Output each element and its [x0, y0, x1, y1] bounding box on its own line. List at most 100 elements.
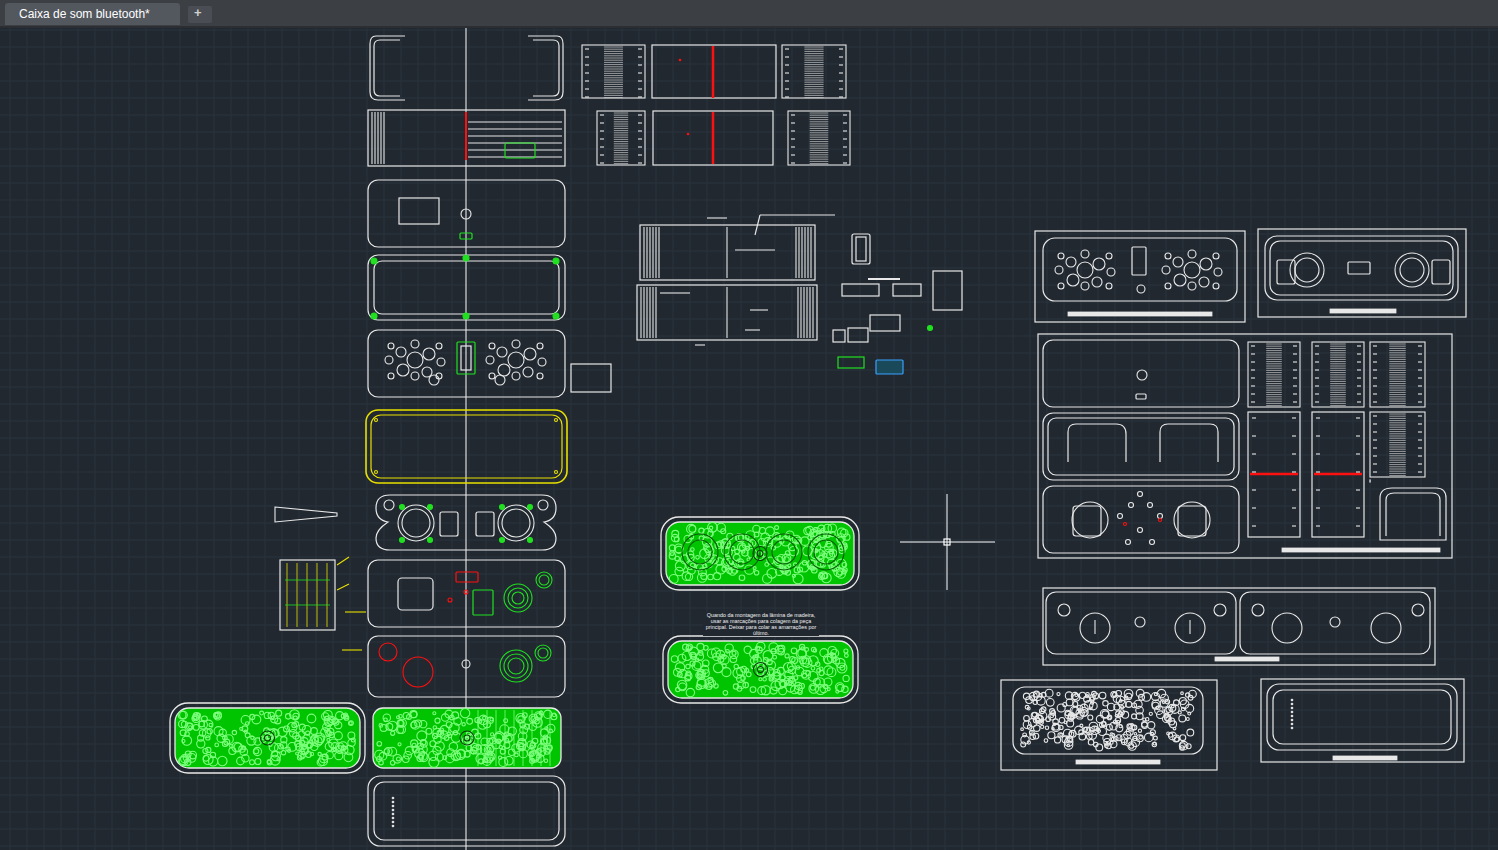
- cad-line: [604, 49, 623, 50]
- cad-line: [1357, 361, 1361, 362]
- mesh-hole: [801, 658, 810, 667]
- part-outline: [661, 517, 859, 590]
- cad-line: [804, 91, 823, 92]
- hole: [1058, 253, 1064, 259]
- mesh-hole: [827, 688, 830, 691]
- cad-line: [1315, 401, 1319, 402]
- cad-line: [1373, 401, 1377, 402]
- cad-line: [839, 56, 843, 57]
- cad-line: [712, 46, 715, 98]
- hole: [429, 375, 439, 385]
- grid-line: [0, 183, 1498, 184]
- cad-line: [947, 494, 948, 590]
- mesh-hole: [334, 732, 342, 740]
- mesh-hole: [317, 759, 324, 766]
- mesh-hole: [730, 650, 739, 659]
- cad-line: [638, 64, 642, 65]
- cad-line: [1251, 353, 1255, 354]
- mesh-hole: [788, 678, 795, 685]
- part-outline: [1136, 394, 1146, 399]
- cad-line: [1389, 414, 1406, 415]
- mesh-hole: [1124, 696, 1128, 700]
- cad-line: [812, 287, 813, 338]
- cad-line: [1330, 405, 1346, 406]
- mesh-hole: [842, 562, 847, 567]
- grid-line: [0, 455, 1498, 456]
- cad-line: [585, 56, 589, 57]
- mesh-hole: [1049, 713, 1056, 720]
- mesh-hole: [349, 721, 354, 726]
- cad-line: [1389, 363, 1406, 364]
- cad-line: [1292, 417, 1296, 418]
- cad-line: [804, 73, 823, 74]
- mesh-hole: [377, 742, 382, 747]
- mesh-hole: [182, 736, 191, 745]
- part-outline: [1240, 592, 1430, 654]
- cad-line: [614, 163, 628, 164]
- cad-line: [1330, 368, 1346, 369]
- hole: [392, 797, 394, 799]
- side-panel: [597, 111, 645, 165]
- mesh-hole: [344, 716, 349, 721]
- cad-line: [1418, 401, 1422, 402]
- part-outline: [368, 776, 565, 846]
- cad-line: [843, 122, 847, 123]
- part-outline: [1043, 238, 1237, 301]
- grid-line: [0, 268, 1498, 269]
- hole: [1118, 514, 1123, 519]
- cad-line: [1293, 393, 1297, 394]
- cad-line: [695, 344, 705, 345]
- mesh-hole: [1048, 732, 1055, 739]
- hole: [1175, 613, 1205, 643]
- cad-line: [755, 215, 760, 235]
- mesh-hole: [806, 671, 811, 676]
- mesh-hole: [1023, 721, 1031, 729]
- mesh-hole: [1157, 689, 1165, 697]
- cad-line: [1266, 388, 1282, 389]
- cad-line: [1389, 429, 1406, 430]
- mesh-hole: [837, 559, 846, 568]
- part-outline: [838, 357, 864, 368]
- mesh-hole: [336, 712, 344, 720]
- mesh-hole: [1027, 725, 1032, 730]
- cad-line: [1389, 469, 1406, 470]
- cad-line: [614, 135, 628, 136]
- mesh-hole: [1045, 726, 1048, 729]
- cad-line: [800, 287, 801, 338]
- mesh-hole: [829, 549, 834, 554]
- cad-line: [600, 146, 604, 147]
- cad-line: [604, 97, 623, 98]
- cad-line: [1330, 401, 1346, 402]
- mesh-hole: [251, 736, 254, 739]
- mesh-hole: [723, 691, 728, 696]
- mesh-hole: [411, 722, 417, 728]
- hole: [537, 343, 543, 349]
- mesh-hole: [260, 711, 264, 715]
- mesh-hole: [547, 724, 555, 732]
- mesh-hole: [709, 526, 712, 529]
- tab-bar: [0, 0, 1498, 27]
- bracket: [370, 36, 405, 100]
- part-outline: [1132, 247, 1146, 275]
- bracket: [528, 36, 563, 100]
- hole: [422, 367, 432, 377]
- marker: [463, 255, 469, 261]
- hole: [679, 59, 681, 61]
- cad-line: [1418, 369, 1422, 370]
- cad-line: [804, 55, 823, 56]
- scale-bar: [1333, 756, 1397, 760]
- grid-line: [0, 336, 1498, 337]
- mesh-hole: [837, 537, 843, 543]
- hole: [398, 505, 434, 541]
- mesh-hole: [704, 685, 707, 688]
- hole: [1184, 262, 1200, 278]
- cad-line: [810, 115, 829, 116]
- mesh-hole: [679, 670, 687, 678]
- mesh-hole: [1155, 706, 1163, 714]
- mesh-hole: [1098, 727, 1106, 735]
- hole: [498, 364, 510, 376]
- cad-line: [652, 287, 653, 338]
- mesh-hole: [1149, 712, 1152, 715]
- cad-line: [707, 217, 727, 218]
- cad-line: [806, 287, 807, 338]
